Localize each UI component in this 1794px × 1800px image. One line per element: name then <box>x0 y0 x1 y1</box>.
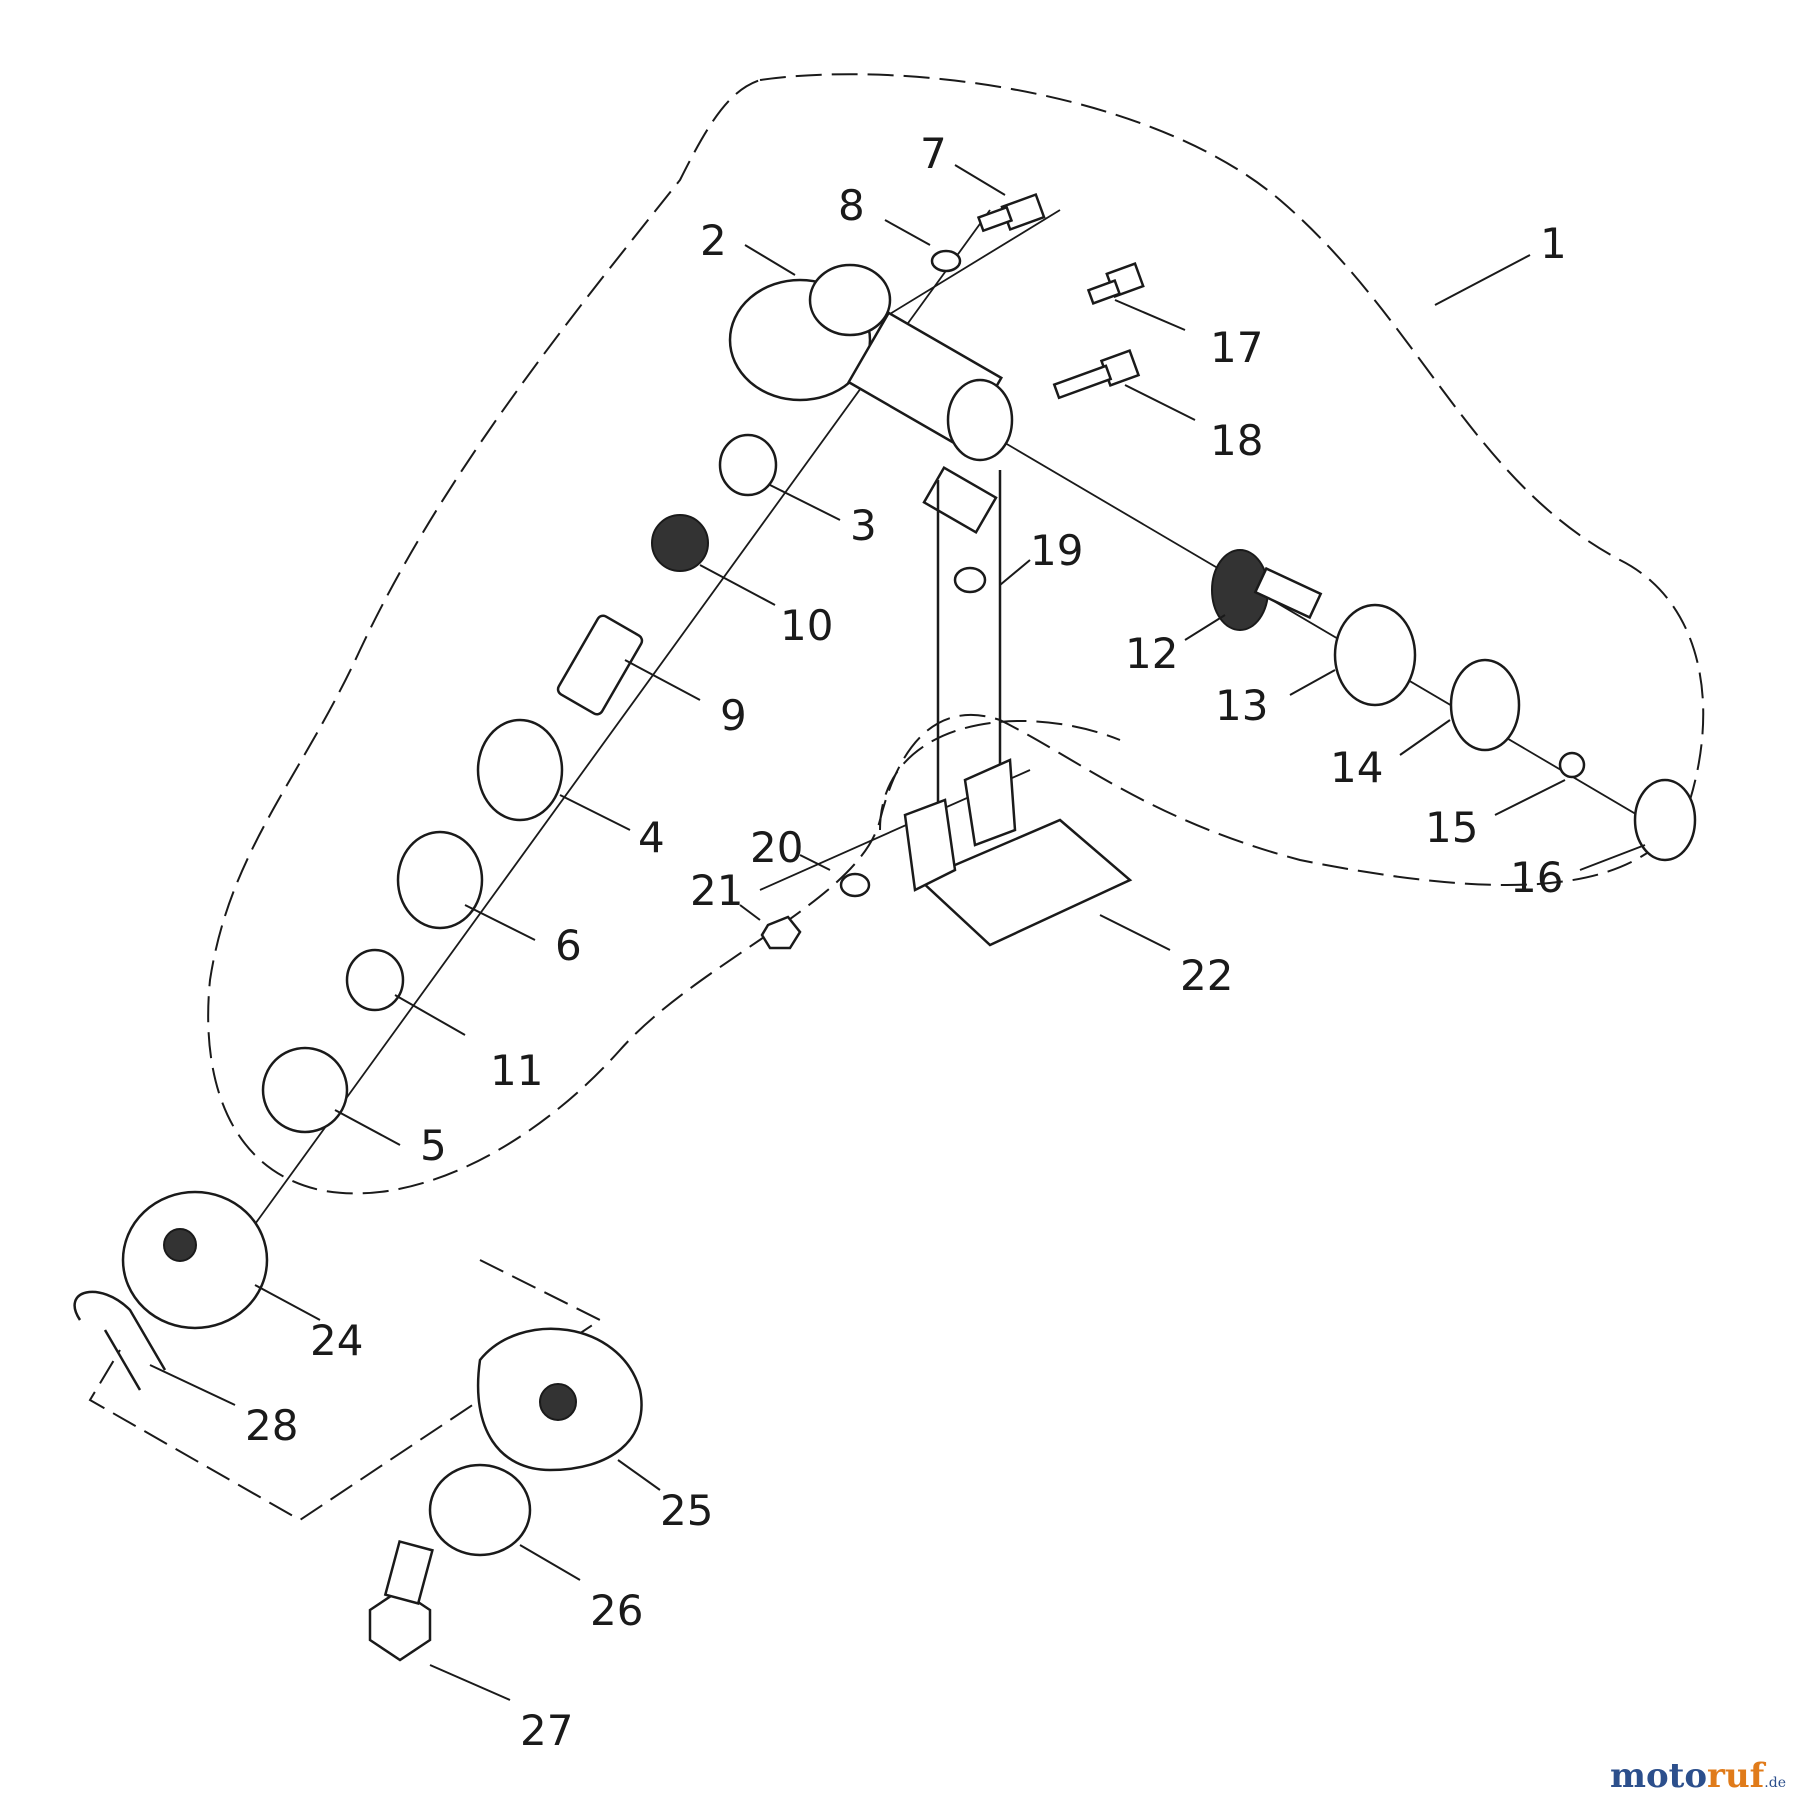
callout-4: 4 <box>638 813 665 862</box>
bearing-13 <box>1333 603 1417 707</box>
leader-lines <box>149 164 1646 1701</box>
callout-19: 19 <box>1030 526 1083 575</box>
callout-11: 11 <box>490 1046 543 1095</box>
oil-seal-5 <box>261 1046 349 1134</box>
callout-21: 21 <box>690 866 743 915</box>
callout-3: 3 <box>850 501 877 550</box>
callout-labels: 1 2 3 4 5 6 7 8 9 10 11 12 13 14 15 16 1… <box>245 129 1567 1755</box>
screw-17 <box>1086 261 1145 305</box>
callout-20: 20 <box>750 823 803 872</box>
callout-13: 13 <box>1215 681 1268 730</box>
callout-10: 10 <box>780 601 833 650</box>
callout-26: 26 <box>590 1586 643 1635</box>
callout-15: 15 <box>1425 803 1478 852</box>
callout-16: 16 <box>1510 853 1563 902</box>
washer-20 <box>839 872 871 898</box>
washer-26 <box>428 1463 532 1557</box>
nut-21 <box>760 915 802 950</box>
gear-shaft-12 <box>1253 566 1323 620</box>
callout-28: 28 <box>245 1401 298 1450</box>
mounting-bracket <box>903 470 1133 947</box>
spacer-11 <box>345 948 405 1012</box>
callout-14: 14 <box>1330 743 1383 792</box>
holder-24-hub <box>163 1228 197 1262</box>
cover-25-hub <box>539 1383 577 1421</box>
callout-12: 12 <box>1125 629 1178 678</box>
washer-8 <box>930 249 962 273</box>
spring-washer-19 <box>953 566 987 594</box>
gear-head-housing <box>728 263 1014 535</box>
callout-6: 6 <box>555 921 582 970</box>
callout-18: 18 <box>1210 416 1263 465</box>
callout-2: 2 <box>700 216 727 265</box>
callout-1: 1 <box>1540 219 1567 268</box>
bolt-27 <box>368 1539 434 1662</box>
callout-22: 22 <box>1180 951 1233 1000</box>
bolt-7 <box>976 192 1046 233</box>
callout-9: 9 <box>720 691 747 740</box>
seal-3 <box>718 433 778 497</box>
spindle-9 <box>556 614 644 716</box>
site-watermark: motoruf.de <box>1610 1756 1786 1796</box>
circlip-16 <box>1633 778 1697 862</box>
assembly-group-outline <box>207 73 1705 1195</box>
bearing-4 <box>476 718 564 822</box>
callout-27: 27 <box>520 1706 573 1755</box>
callout-24: 24 <box>310 1316 363 1365</box>
bolt-axis <box>879 209 1061 321</box>
callout-8: 8 <box>838 181 865 230</box>
screw-18 <box>1052 349 1141 400</box>
callout-5: 5 <box>420 1121 447 1170</box>
inner-group-outline <box>879 720 1121 831</box>
circlip-6 <box>396 830 484 930</box>
callout-17: 17 <box>1210 323 1263 372</box>
watermark-part2: ruf <box>1707 1756 1765 1796</box>
bevel-gear-10 <box>651 514 709 572</box>
bearing-14 <box>1449 658 1521 752</box>
callout-7: 7 <box>920 129 947 178</box>
callout-25: 25 <box>660 1486 713 1535</box>
pin-28 <box>73 1290 167 1391</box>
watermark-part1: moto <box>1609 1756 1708 1796</box>
watermark-suffix: .de <box>1764 1775 1786 1791</box>
circlip-15 <box>1558 751 1586 779</box>
holder-24 <box>121 1190 269 1330</box>
accessory-group-outline <box>88 1259 602 1522</box>
